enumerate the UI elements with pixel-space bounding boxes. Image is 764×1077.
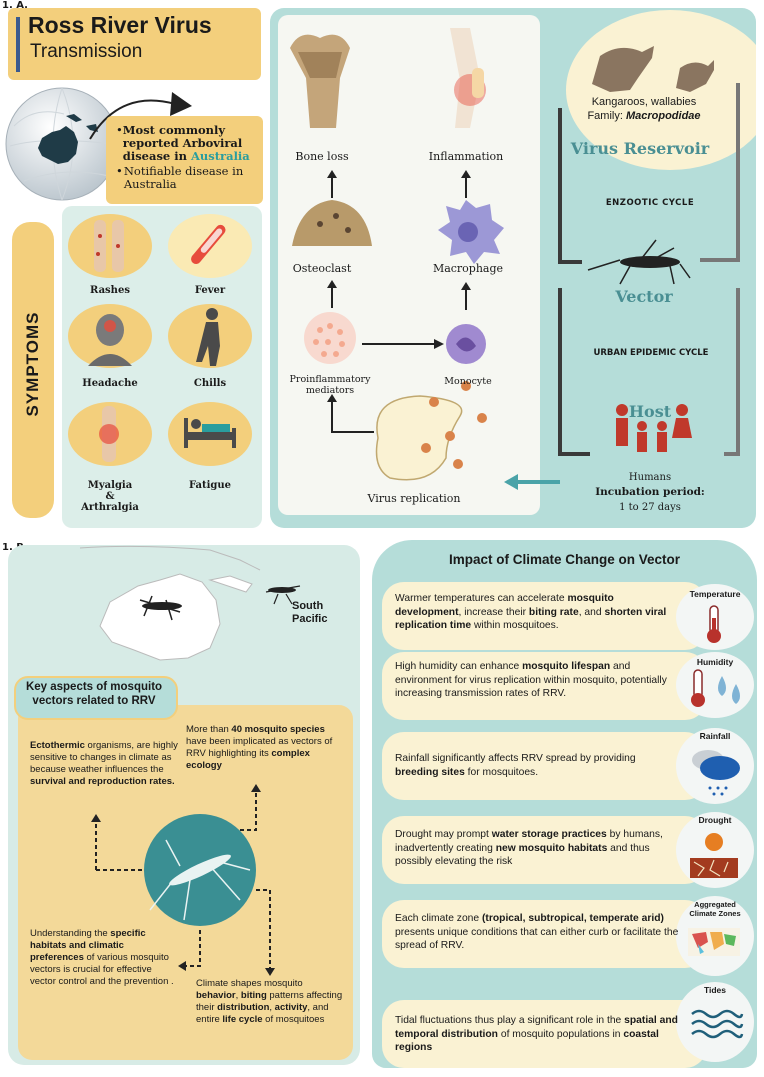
osteoclast-icon [292, 200, 372, 246]
info-list: • Most commonly reported Arboviral disea… [116, 124, 262, 191]
symptom-label-chills: Chills [193, 378, 227, 389]
waves-icon [691, 1009, 744, 1039]
title-box [8, 8, 261, 80]
impact-card-drought [382, 816, 707, 884]
central-mosquito-diagram [91, 784, 275, 976]
impact-circle-tides [676, 982, 754, 1062]
osteoclast-label: Osteoclast [292, 262, 352, 275]
virus-replication-icon [375, 381, 487, 481]
enzootic-cycle-label: ENZOOTIC CYCLE [605, 198, 695, 208]
pointer-arrow [89, 92, 192, 140]
impact-card-temperature [382, 582, 707, 650]
macrophage-label: Macrophage [432, 262, 504, 275]
bed-icon [168, 402, 252, 466]
bone-icon [290, 34, 350, 128]
globe-icon [5, 87, 119, 201]
impact-title: Impact of Climate Change on Vector [448, 552, 681, 567]
ectothermic-text: Ectothermic organisms, are highly sensit… [30, 740, 178, 787]
info-box [106, 116, 263, 204]
proinflammatory-label: Proinflammatory mediators [289, 374, 371, 396]
thermometer-icon [707, 605, 721, 643]
symptom-label-rashes: Rashes [90, 285, 130, 296]
species-text: More than 40 mosquito species have been … [186, 724, 333, 771]
symptom-label-fatigue: Fatigue [188, 480, 232, 491]
impact-card-climate-zones [382, 900, 707, 968]
impact-text-tides: Tidal fluctuations thus play a significa… [395, 1015, 678, 1053]
kangaroos-label: Kangaroos, wallabies [591, 96, 697, 108]
monocyte-label: Monocyte [444, 376, 492, 387]
impact-label-temperature: Temperature [689, 589, 741, 599]
impact-card-rainfall [382, 732, 707, 800]
mosquito-icon [587, 239, 691, 285]
bone-loss-label: Bone loss [295, 150, 349, 163]
inflammation-label: Inflammation [428, 150, 504, 163]
chills-icon [168, 304, 252, 368]
symptom-label-fever: Fever [194, 285, 226, 296]
macrophage-icon [438, 200, 504, 264]
impact-circle-humidity [676, 652, 754, 718]
humans-label: Humans [628, 472, 672, 483]
page-subtitle: Transmission [30, 41, 143, 62]
symptom-label-myalgia: Myalgia & Arthralgia [81, 480, 139, 513]
australia-map [79, 545, 301, 661]
vector-label: Vector [615, 287, 673, 306]
impact-text-humidity: High humidity can enhance mosquito lifes… [395, 661, 667, 699]
kangaroo-icon [566, 10, 756, 170]
key-aspects-title-box [14, 676, 178, 720]
panel-a-label: 1. A. [2, 0, 28, 11]
knee-icon [450, 28, 486, 128]
symptom-icons [68, 214, 252, 466]
rash-icon [68, 214, 152, 278]
impact-label-drought: Drought [698, 815, 732, 825]
host-label: Host [628, 402, 672, 421]
impact-text-climate-zones: Each climate zone (tropical, subtropical… [395, 913, 679, 951]
world-map-icon [688, 928, 740, 956]
title-accent-bar [16, 17, 20, 72]
habitats-text: Understanding the specific habitats and … [30, 928, 174, 987]
headache-icon [68, 304, 152, 368]
impact-card-humidity [382, 652, 707, 720]
page-title: Ross River Virus [28, 12, 212, 38]
incubation-label: Incubation period: [595, 486, 705, 498]
human-family-icon [616, 404, 692, 452]
cycle-diagram [290, 10, 756, 490]
info-item-2: Notifiable disease in Australia [123, 164, 244, 191]
info-item-1: Most commonly reported Arboviral disease… [122, 123, 243, 163]
symptoms-sidebar [12, 222, 54, 518]
impact-label-climate-zones: Aggregated Climate Zones [689, 900, 741, 918]
symptoms-heading: SYMPTOMS [23, 311, 42, 417]
impact-text-temperature: Warmer temperatures can accelerate mosqu… [395, 593, 667, 631]
family-label: Family: Macropodidae [587, 110, 701, 122]
impact-card-tides [382, 1000, 707, 1068]
family-name: Macropodidae [625, 110, 701, 122]
impact-label-tides: Tides [703, 985, 727, 995]
key-aspects-title: Key aspects of mosquito vectors related … [25, 681, 163, 707]
monocyte-icon [446, 324, 486, 364]
symptom-label-headache: Headache [82, 378, 138, 389]
impact-label-rainfall: Rainfall [699, 731, 731, 741]
urban-cycle-label: URBAN EPIDEMIC CYCLE [593, 348, 709, 358]
thermometer-icon [168, 214, 252, 278]
impact-label-humidity: Humidity [696, 657, 734, 667]
virus-reservoir-label: Virus Reservoir [570, 139, 710, 158]
rain-cloud-icon [692, 750, 740, 796]
drought-icon [690, 833, 738, 878]
impact-text-drought: Drought may prompt water storage practic… [395, 829, 663, 867]
incubation-value: 1 to 27 days [619, 502, 681, 513]
impact-text-rainfall: Rainfall significantly affects RRV sprea… [395, 753, 636, 778]
virus-replication-label: Virus replication [367, 492, 461, 505]
joint-pain-icon [68, 402, 152, 466]
south-pacific-label: South Pacific [292, 600, 328, 625]
humidity-icon [691, 669, 740, 707]
proinflammatory-icon [304, 312, 356, 364]
climate-shapes-text: Climate shapes mosquito behavior, biting… [196, 978, 343, 1025]
info-item-1-highlight: Australia [190, 149, 250, 163]
